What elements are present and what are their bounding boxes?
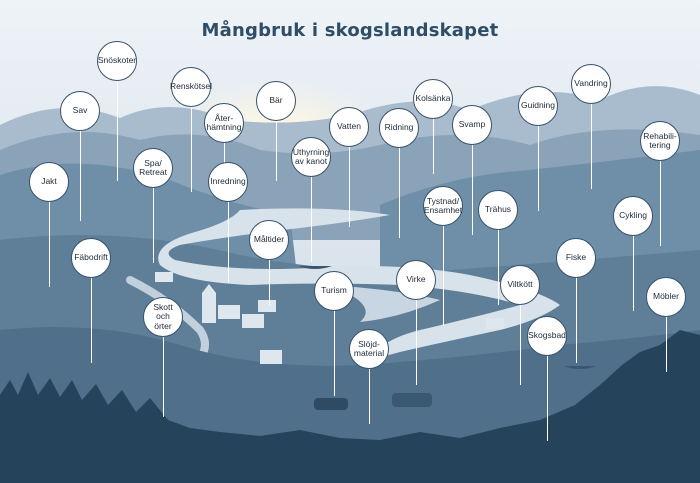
pin-kolsanka [433, 99, 434, 174]
label-virke: Virke [396, 260, 436, 300]
pin-svamp [472, 125, 473, 235]
label-turism: Turism [314, 271, 354, 311]
pin-bar [276, 101, 277, 181]
forest-foreground [0, 330, 700, 483]
canoe [298, 266, 596, 369]
label-slojd: Slöjd- material [349, 329, 389, 369]
pin-skogsbad [547, 336, 548, 441]
label-renskotsel: Renskötsel [170, 67, 212, 107]
pin-virke [416, 280, 417, 385]
label-mobler: Möbler [646, 277, 686, 317]
label-jakt: Jakt [29, 162, 69, 202]
pin-snoskoter [117, 61, 118, 181]
label-maltider: Måltider [249, 220, 289, 260]
label-snoskoter: Snöskoter [97, 41, 137, 81]
label-vatten: Vatten [329, 107, 369, 147]
car [314, 398, 348, 410]
pin-ridning [399, 128, 400, 238]
label-sav: Sav [60, 91, 100, 131]
pin-sav [80, 111, 81, 221]
village [155, 272, 504, 364]
pin-trahus [498, 210, 499, 305]
label-guidning: Guidning [518, 86, 558, 126]
label-kolsanka: Kolsänka [413, 79, 453, 119]
label-fiske: Fiske [556, 238, 596, 278]
pin-maltider [269, 240, 270, 305]
label-tystnad: Tystnad/ Ensamhet [423, 186, 463, 226]
pin-slojd [369, 349, 370, 424]
pin-guidning [538, 106, 539, 211]
pin-renskotsel [191, 87, 192, 192]
label-cykling: Cykling [613, 196, 653, 236]
pin-tystnad [443, 206, 444, 326]
pin-inredning [228, 182, 229, 282]
label-viltkott: Viltkött [500, 265, 540, 305]
label-trahus: Trähus [478, 190, 518, 230]
pin-cykling [633, 216, 634, 311]
pin-jakt [49, 182, 50, 287]
pin-vandring [591, 84, 592, 189]
label-skott: Skott och örter [143, 297, 183, 337]
label-spa: Spa/ Retreat [133, 148, 173, 188]
pin-mobler [666, 297, 667, 372]
page-title: Mångbruk i skogslandskapet [201, 20, 499, 41]
pin-viltkott [520, 285, 521, 385]
pin-vatten [349, 127, 350, 227]
label-ridning: Ridning [379, 108, 419, 148]
label-uthyrning: Uthyrning av kanot [291, 137, 331, 177]
label-inredning: Inredning [208, 162, 248, 202]
label-fabodrift: Fäbodrift [71, 238, 111, 278]
pin-fiske [576, 258, 577, 363]
lake [330, 285, 440, 322]
label-vandring: Vandring [571, 64, 611, 104]
label-svamp: Svamp [452, 105, 492, 145]
pin-aterhamtning [224, 123, 225, 188]
log-pile [392, 393, 432, 407]
pin-uthyrning [311, 157, 312, 262]
pin-turism [334, 291, 335, 396]
label-aterhamtning: Åter- hämtning [204, 103, 244, 143]
pin-skott [163, 317, 164, 417]
pin-spa [153, 168, 154, 263]
label-rehabilitering: Rehabili- tering [640, 121, 680, 161]
pin-rehabilitering [660, 141, 661, 246]
river [158, 208, 560, 360]
label-skogsbad: Skogsbad [527, 316, 567, 356]
label-bar: Bär [256, 81, 296, 121]
pin-fabodrift [91, 258, 92, 363]
